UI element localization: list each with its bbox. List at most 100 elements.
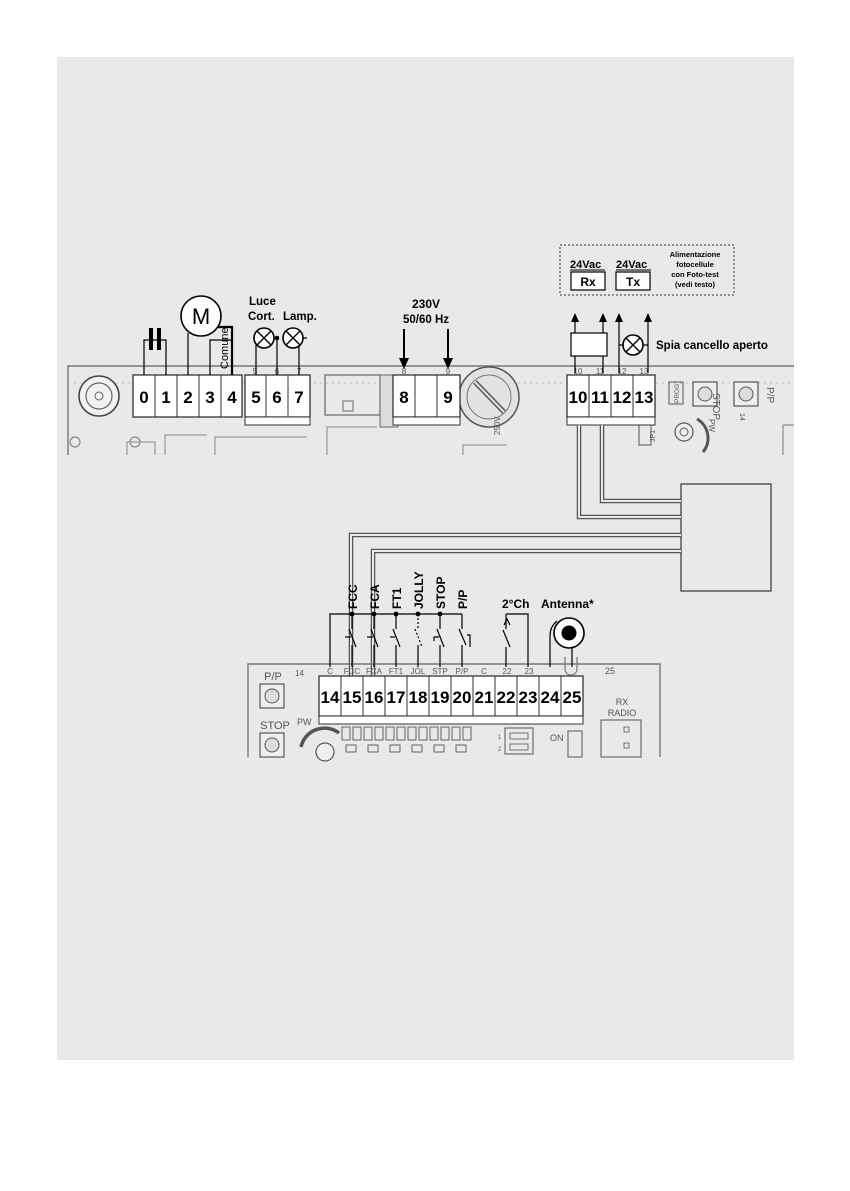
bottom-silk-labels: C FCC FCA FT1 JOL STP P/P C 22 23 [327, 667, 534, 676]
motor-symbol [180, 295, 222, 337]
common-label: Comune [219, 327, 231, 369]
bottom-board: 14 25 P/P STOP PW 1 2 [247, 663, 661, 762]
photocell-note-4: (vedi testo) [675, 280, 716, 289]
dip-1-label: 1 [498, 735, 502, 741]
terminal-19: 19 [431, 688, 450, 707]
power-voltage-label: 230V [412, 297, 440, 311]
rx-radio-label-2: RADIO [608, 708, 637, 718]
pw-trimmer-top[interactable] [674, 422, 694, 442]
terminal-25: 25 [563, 688, 582, 707]
silk-pp: P/P [456, 667, 469, 676]
terminal-20: 20 [453, 688, 472, 707]
silk-ft1: FT1 [389, 667, 404, 676]
terminal-4: 4 [227, 388, 237, 407]
terminal-6: 6 [272, 388, 281, 407]
gate-open-light-icon [622, 334, 644, 356]
silk-fcc: FCC [344, 667, 361, 676]
silk-stp: STP [432, 667, 448, 676]
prog-label: PROG [674, 384, 681, 403]
silk-5: 5 [253, 367, 258, 376]
num14-label-bottom: 14 [295, 669, 304, 678]
capacitor-symbol [149, 328, 153, 350]
silk-25: 25 [605, 666, 615, 676]
on-label: ON [550, 733, 564, 743]
photocell-note-1: Alimentazione [670, 250, 721, 259]
capacitor-part [78, 375, 120, 417]
radio-receiver-box [680, 483, 772, 592]
motor-wiring [143, 325, 234, 375]
antenna-icon [549, 617, 585, 676]
pw-label-bottom: PW [297, 717, 312, 727]
tx-label: Tx [626, 275, 640, 289]
silk-c2: C [481, 667, 487, 676]
terminal-24: 24 [541, 688, 560, 707]
motor-label: M [192, 304, 210, 329]
silk-10: 10 [574, 367, 583, 376]
rx-voltage-label: 24Vac [570, 259, 601, 271]
pp-label-bottom: P/P [264, 671, 282, 683]
stop-button-bottom[interactable] [259, 732, 285, 758]
rx-label: Rx [580, 275, 596, 289]
terminal-11: 11 [591, 388, 609, 407]
junction-dots [349, 611, 443, 617]
terminal-block-14-25: 14 15 16 17 18 19 20 21 22 23 24 25 [318, 675, 584, 725]
terminal-10: 10 [569, 388, 588, 407]
terminal-3: 3 [205, 388, 214, 407]
terminal-8: 8 [399, 388, 408, 407]
rx-radio-slot [600, 719, 642, 758]
courtesy-light-icon [253, 327, 275, 349]
terminal-2: 2 [183, 388, 192, 407]
jumper [567, 730, 583, 758]
flashing-lamp-label: Lamp. [283, 311, 317, 323]
jp1-label: JP1 [650, 430, 657, 442]
photocell-note-3: con Foto-test [671, 270, 719, 279]
cable-bundle [348, 425, 681, 677]
pw-label-top: PW [707, 419, 716, 432]
tx-box [615, 271, 651, 291]
terminal-14: 14 [321, 688, 340, 707]
flashing-lamp-icon [282, 327, 304, 349]
terminal-17: 17 [387, 688, 406, 707]
terminal-7: 7 [294, 388, 303, 407]
terminal-16: 16 [365, 688, 384, 707]
pp-label-top: P/P [764, 387, 775, 403]
silk-9: 9 [446, 367, 451, 376]
stop-label-top: STOP [710, 393, 721, 420]
dip-switch[interactable] [504, 727, 534, 755]
rx-radio-label-1: RX [616, 697, 629, 707]
terminal-13: 13 [635, 388, 654, 407]
terminal-22: 22 [497, 688, 516, 707]
dip-2-label: 2 [498, 747, 502, 753]
silk-c1: C [327, 667, 333, 676]
silk-12: 12 [618, 367, 627, 376]
input-label-ft1: FT1 [390, 587, 404, 609]
pw-trimmer-bottom[interactable] [315, 742, 335, 762]
rx-box [570, 271, 606, 291]
terminal-block-5-7: 5 6 7 5 6 7 [244, 367, 311, 426]
input-label-jolly: JOLLY [412, 571, 426, 609]
up-arrows [571, 313, 652, 322]
silk-22: 22 [503, 667, 512, 676]
second-channel-label: 2°Ch [502, 597, 529, 611]
silk-fca: FCA [366, 667, 383, 676]
power-frequency-label: 50/60 Hz [403, 314, 449, 326]
input-label-pp: P/P [456, 590, 470, 609]
terminal-15: 15 [343, 688, 362, 707]
terminal-12: 12 [613, 388, 632, 407]
photocell-note-2: fotocellule [676, 260, 714, 269]
antenna-label: Antenna* [541, 597, 594, 611]
terminal-21: 21 [475, 688, 494, 707]
num14-label-top: 14 [738, 413, 745, 421]
silk-13: 13 [640, 367, 649, 376]
terminal-23: 23 [519, 688, 538, 707]
silk-8: 8 [402, 367, 407, 376]
diagram-panel: 250V PROG STOP P/P 14 PW JP1 0 1 2 3 4 5 [57, 57, 794, 1060]
gate-open-light-label: Spia cancello aperto [656, 340, 768, 352]
stop-label-bottom: STOP [260, 720, 290, 732]
terminal-block-8-9: 8 9 8 9 [392, 367, 461, 426]
input-label-stop: STOP [434, 577, 448, 609]
input-label-fca: FCA [368, 584, 382, 609]
terminal-block-10-13: 10 11 12 13 10 11 12 13 [566, 367, 656, 426]
terminal-1: 1 [161, 388, 170, 407]
silk-23: 23 [525, 667, 534, 676]
